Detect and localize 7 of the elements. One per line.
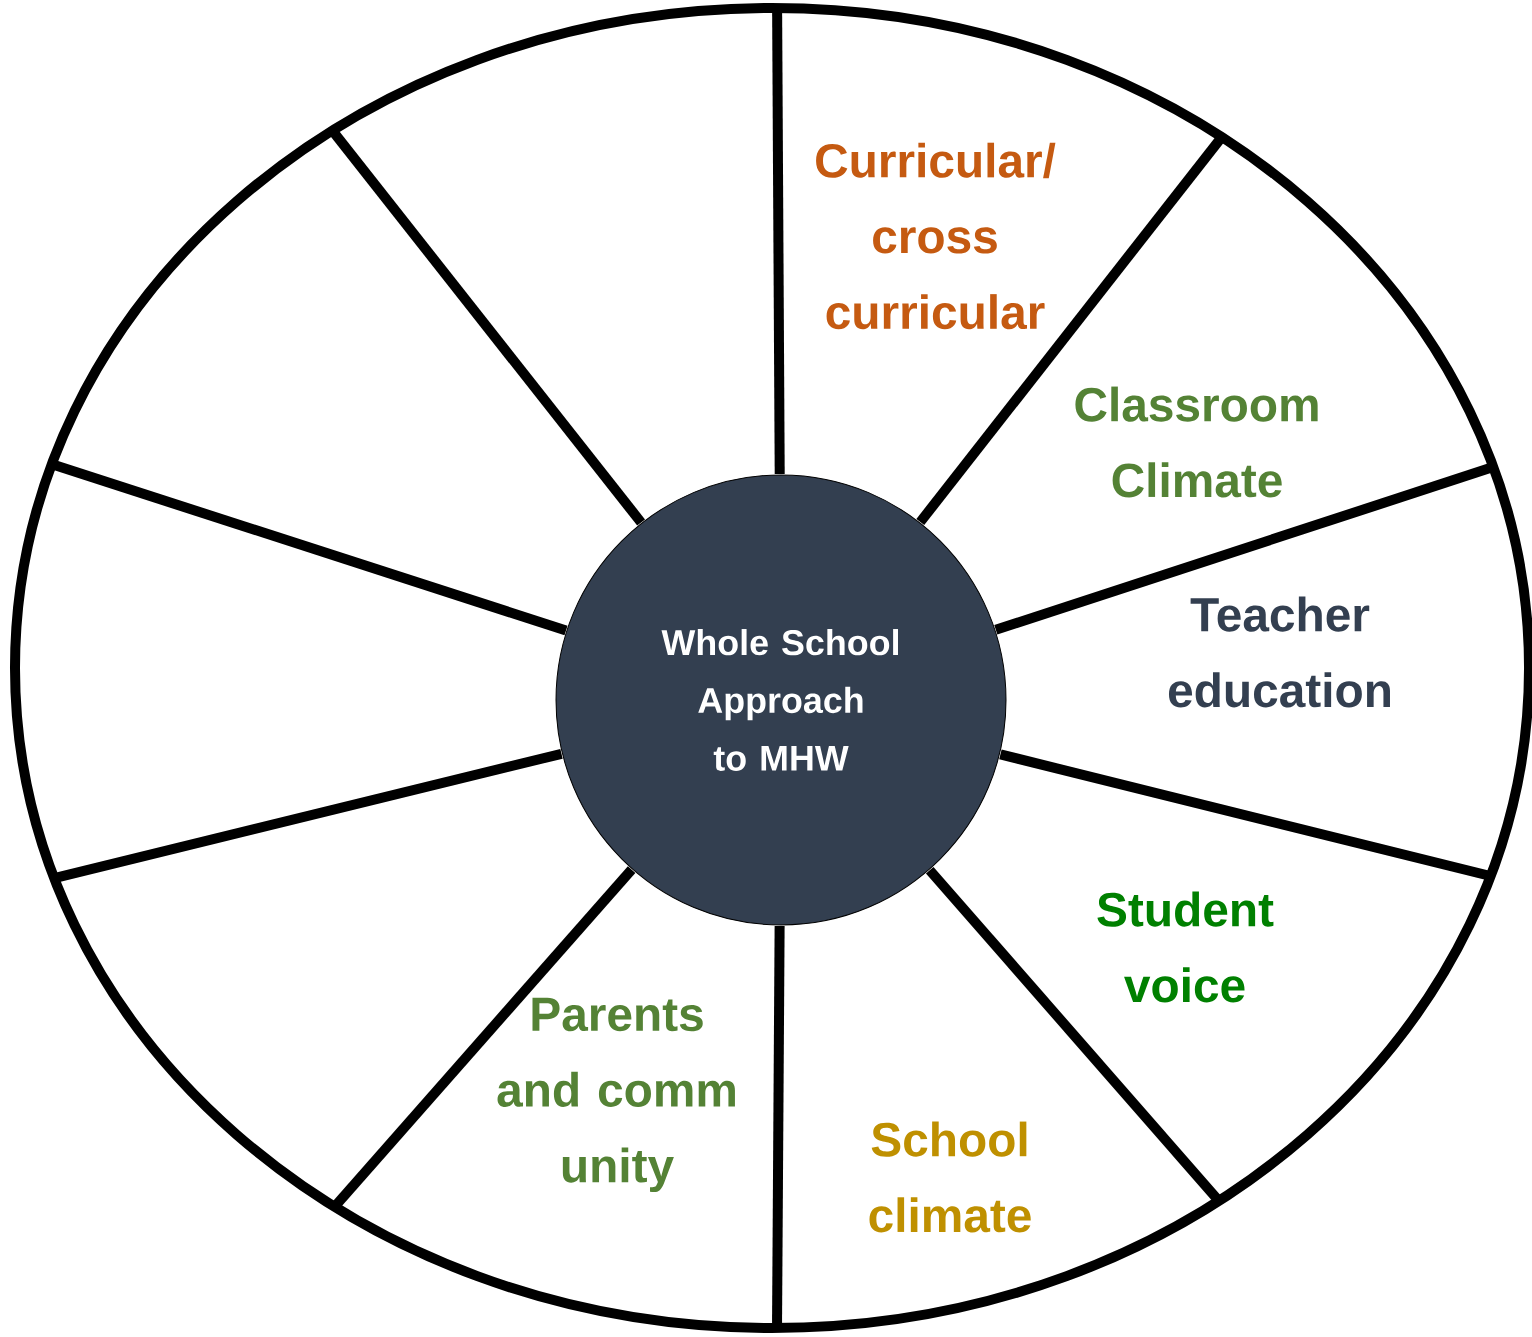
wheel-drawing xyxy=(10,2,1532,1333)
segment-label: School climate xyxy=(869,1121,1031,1233)
segment-label: Parents and comm unity xyxy=(497,997,735,1193)
segment-label: Classroom Climate xyxy=(1075,386,1318,498)
segment-label: Student voice xyxy=(1097,891,1274,1003)
segment-label: Curricular/ cross curricular xyxy=(816,142,1056,330)
segment-label: Teacher education xyxy=(1168,596,1390,708)
